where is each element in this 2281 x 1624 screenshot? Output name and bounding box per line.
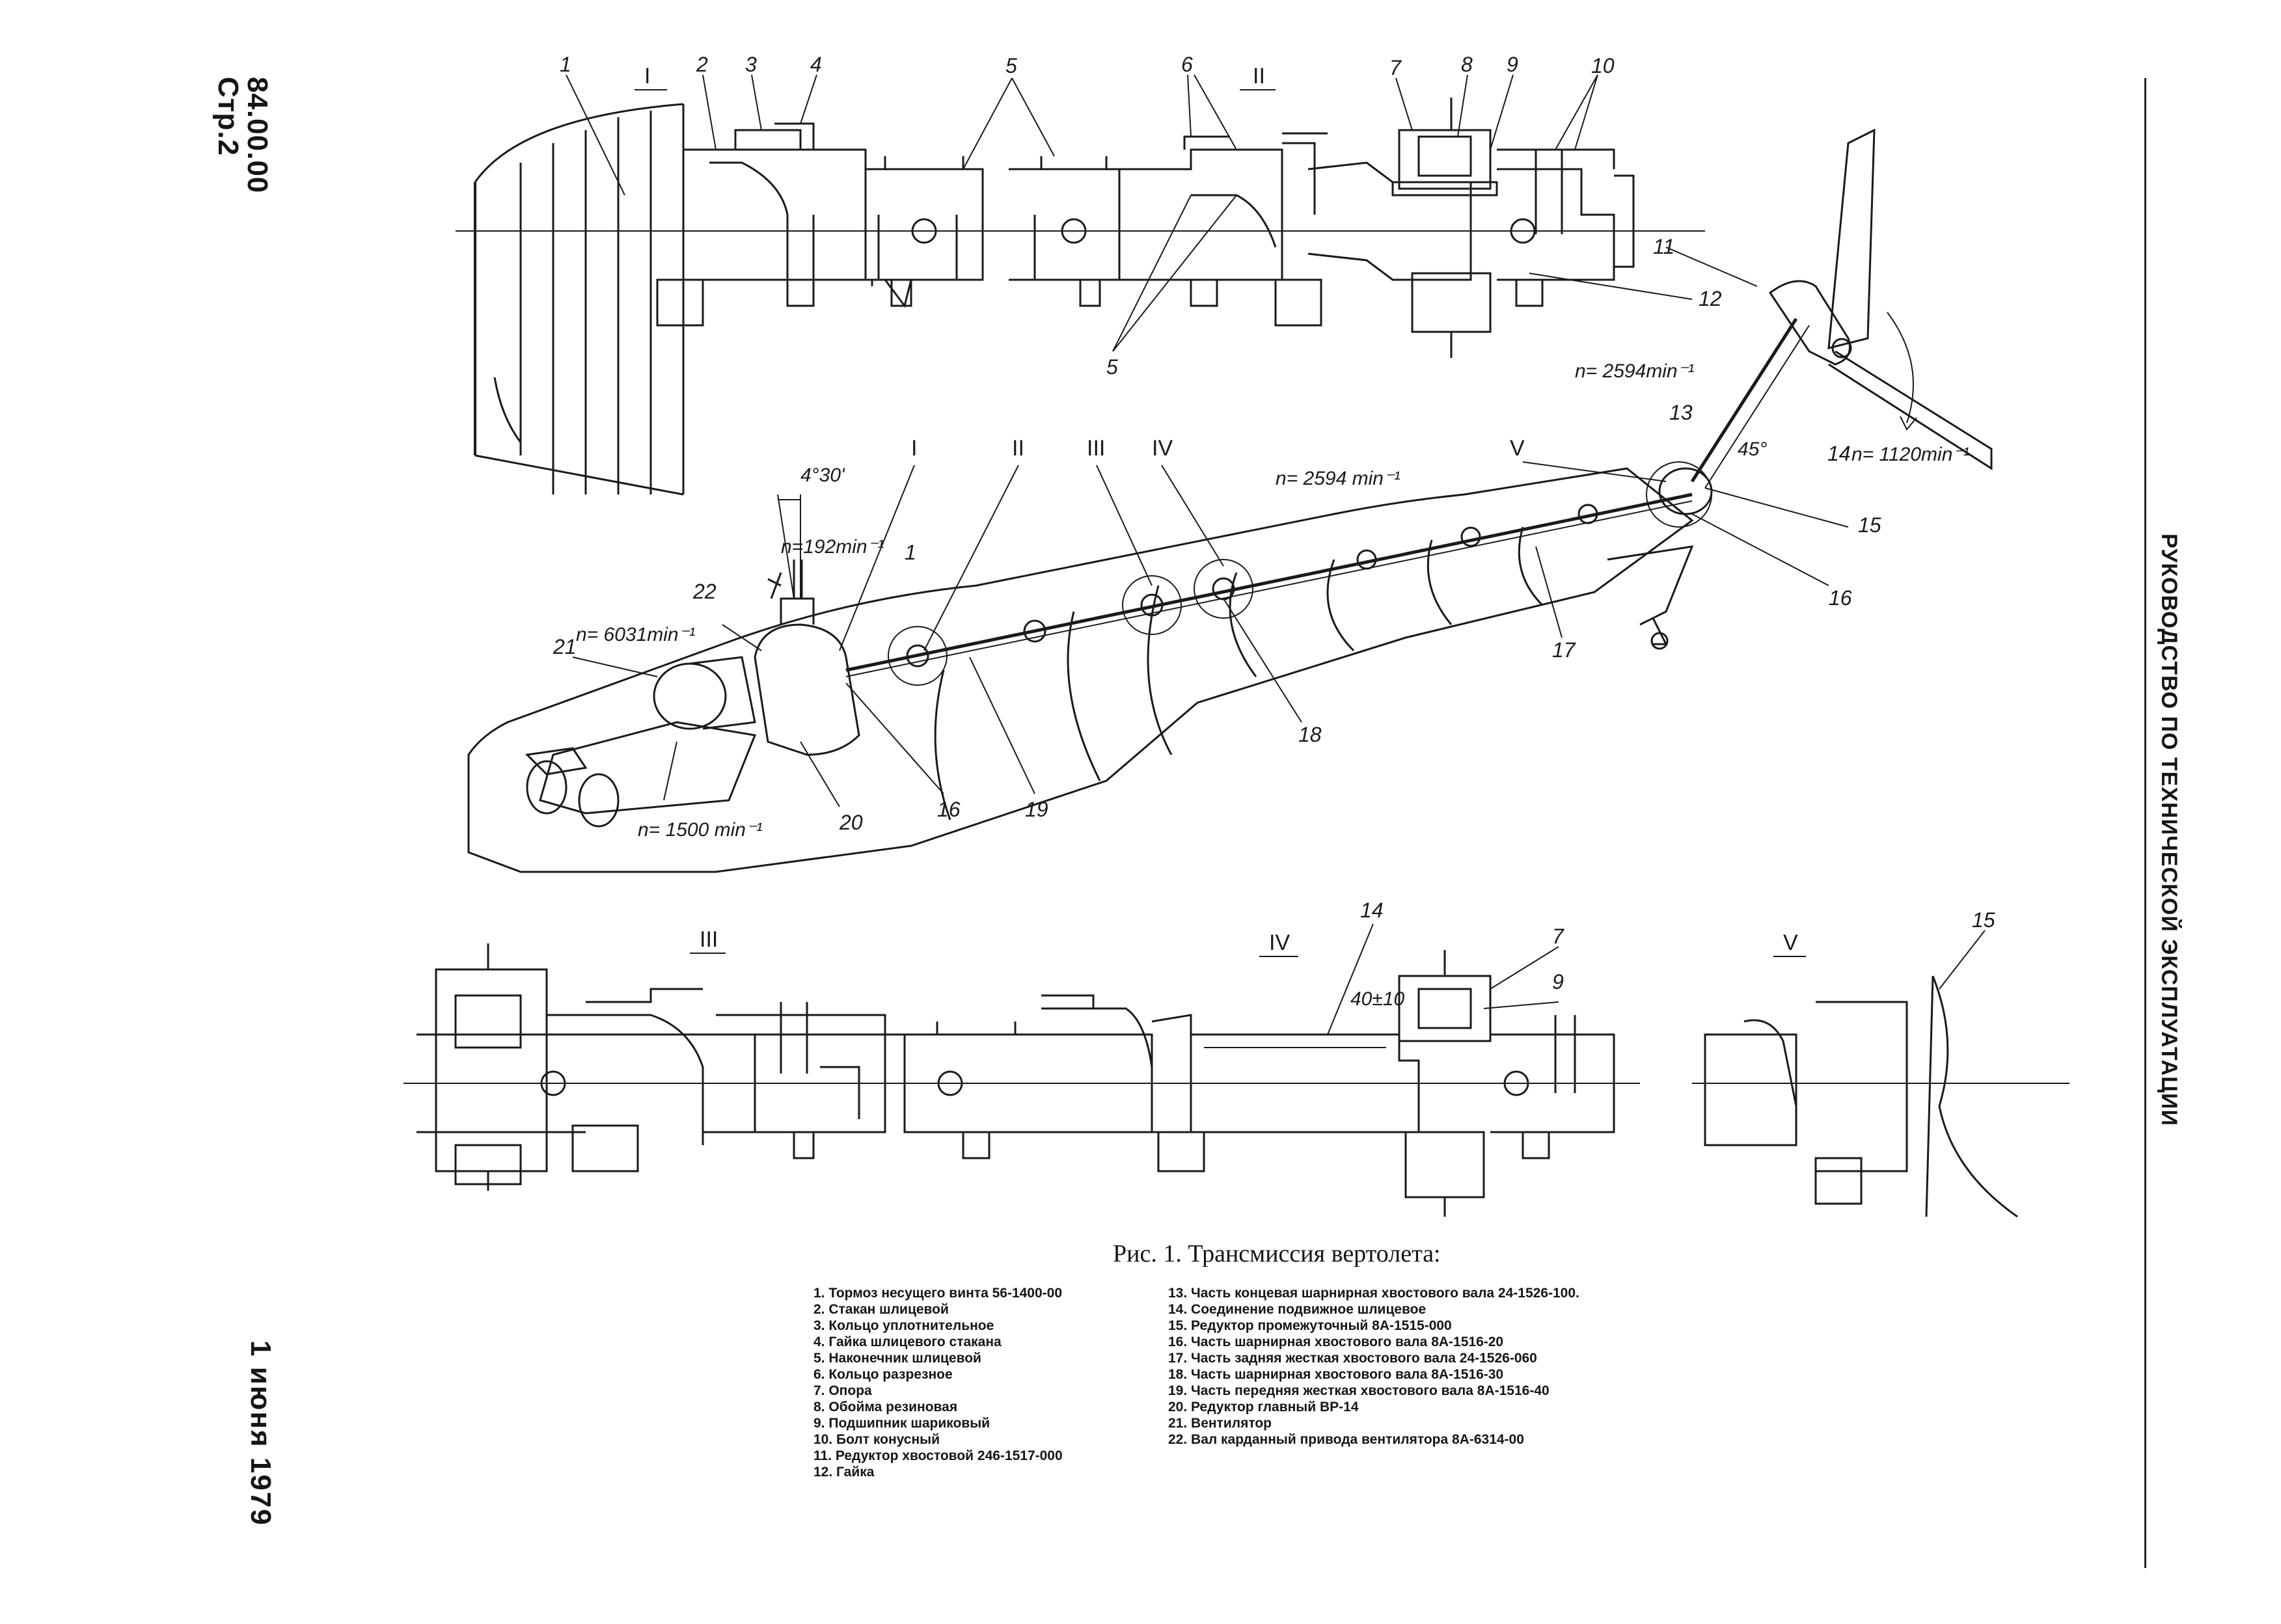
view-label-bot-IV: IV <box>1269 930 1290 955</box>
legend-item: 17. Часть задняя жесткая хвостового вала… <box>1168 1351 1537 1366</box>
callout-5: 5 <box>1005 54 1017 77</box>
dimension-40: 40±10 <box>1350 988 1405 1010</box>
callout-4: 4 <box>810 53 822 76</box>
legend-right: 13. Часть концевая шарнирная хвостового … <box>1168 1285 1579 1448</box>
legend-item: 12. Гайка <box>813 1465 875 1480</box>
view-label-mid-II: II <box>1012 436 1024 461</box>
legend-item: 10. Болт конусный <box>813 1432 940 1447</box>
legend-item: 7. Опора <box>813 1383 872 1398</box>
speed-tail-shaft-inclined: n= 2594min⁻¹ <box>1575 360 1694 382</box>
angle-tail: 45° <box>1738 439 1767 460</box>
callout-19: 19 <box>1025 798 1048 821</box>
view-label-bot-III: III <box>700 927 718 952</box>
legend-item: 20. Редуктор главный ВР-14 <box>1168 1400 1359 1414</box>
detail-bottom-assembly <box>403 943 2069 1218</box>
callout-5b: 5 <box>1106 355 1118 379</box>
legend-item: 5. Наконечник шлицевой <box>813 1351 981 1366</box>
view-label-top-I: I <box>644 64 650 88</box>
view-label-mid-III: III <box>1087 436 1105 461</box>
callout-7b: 7 <box>1552 925 1564 948</box>
callout-11: 11 <box>1653 235 1674 258</box>
callout-14b: 14 <box>1360 899 1384 922</box>
legend-item: 8. Обойма резиновая <box>813 1400 958 1414</box>
side-border-line <box>2144 78 2146 1568</box>
view-label-top-II: II <box>1253 64 1265 88</box>
legend-item: 16. Часть шарнирная хвостового вала 8А-1… <box>1168 1334 1504 1349</box>
view-labels: I II I II III IV V III IV V <box>635 64 1806 957</box>
callout-8: 8 <box>1461 53 1473 76</box>
callout-1: 1 <box>560 53 571 76</box>
legend-item: 14. Соединение подвижное шлицевое <box>1168 1302 1427 1317</box>
legend-left: 1. Тормоз несущего винта 56-1400-00 2. С… <box>813 1285 1063 1480</box>
callout-18: 18 <box>1298 723 1322 746</box>
speed-main-rotor: n=192min⁻¹ <box>781 536 884 558</box>
legend-item: 9. Подшипник шариковый <box>813 1416 990 1431</box>
callout-22: 22 <box>692 580 717 603</box>
legend-item: 1. Тормоз несущего винта 56-1400-00 <box>813 1286 1063 1301</box>
callout-3: 3 <box>745 53 757 76</box>
legend-item: 11. Редуктор хвостовой 246-1517-000 <box>813 1448 1063 1463</box>
callout-1b: 1 <box>905 541 916 564</box>
callout-15: 15 <box>1858 513 1881 537</box>
leader-lines <box>566 74 1986 1035</box>
speed-engines: n= 1500 min⁻¹ <box>638 819 763 841</box>
callout-17: 17 <box>1552 638 1576 662</box>
view-label-mid-I: I <box>911 436 917 461</box>
detail-top-assembly <box>456 98 1705 496</box>
callout-7: 7 <box>1389 56 1402 79</box>
callout-15b: 15 <box>1972 908 1995 932</box>
legend-item: 2. Стакан шлицевой <box>813 1302 949 1317</box>
callout-6: 6 <box>1181 53 1193 76</box>
legend-item: 19. Часть передняя жесткая хвостового ва… <box>1168 1383 1550 1398</box>
legend-item: 3. Кольцо уплотнительное <box>813 1318 994 1333</box>
legend-item: 22. Вал карданный привода вентилятора 8А… <box>1168 1432 1524 1447</box>
view-label-mid-V: V <box>1510 436 1525 461</box>
callout-2: 2 <box>696 53 708 76</box>
speed-fan: n= 6031min⁻¹ <box>576 624 695 645</box>
view-label-bot-V: V <box>1783 930 1798 955</box>
helicopter-perspective <box>467 128 1993 873</box>
legend-item: 18. Часть шарнирная хвостового вала 8А-1… <box>1168 1367 1504 1382</box>
view-label-mid-IV: IV <box>1152 436 1173 461</box>
callout-14: 14 <box>1827 442 1851 465</box>
speed-labels: n= 2594 min⁻¹ n= 2594min⁻¹ n= 1120min⁻¹ … <box>576 360 1969 1010</box>
callout-16b: 16 <box>937 798 961 821</box>
callout-21: 21 <box>553 635 577 658</box>
figure-caption: Рис. 1. Трансмиссия вертолета: <box>1113 1240 1441 1267</box>
legend-item: 6. Кольцо разрезное <box>813 1367 953 1382</box>
callout-16: 16 <box>1829 586 1852 610</box>
speed-tail-rotor: n= 1120min⁻¹ <box>1851 444 1969 465</box>
legend-item: 15. Редуктор промежуточный 8А-1515-000 <box>1168 1318 1452 1333</box>
legend-item: 13. Часть концевая шарнирная хвостового … <box>1168 1286 1579 1301</box>
callout-10: 10 <box>1591 54 1615 77</box>
legend-item: 4. Гайка шлицевого стакана <box>813 1334 1002 1349</box>
legend-item: 21. Вентилятор <box>1168 1416 1272 1431</box>
speed-tail-shaft: n= 2594 min⁻¹ <box>1276 468 1400 489</box>
callout-9: 9 <box>1507 53 1518 76</box>
callout-20: 20 <box>839 811 863 834</box>
callout-12: 12 <box>1699 287 1722 310</box>
angle-main: 4°30' <box>800 465 845 486</box>
callout-9b: 9 <box>1552 970 1564 994</box>
callout-13: 13 <box>1669 401 1693 424</box>
